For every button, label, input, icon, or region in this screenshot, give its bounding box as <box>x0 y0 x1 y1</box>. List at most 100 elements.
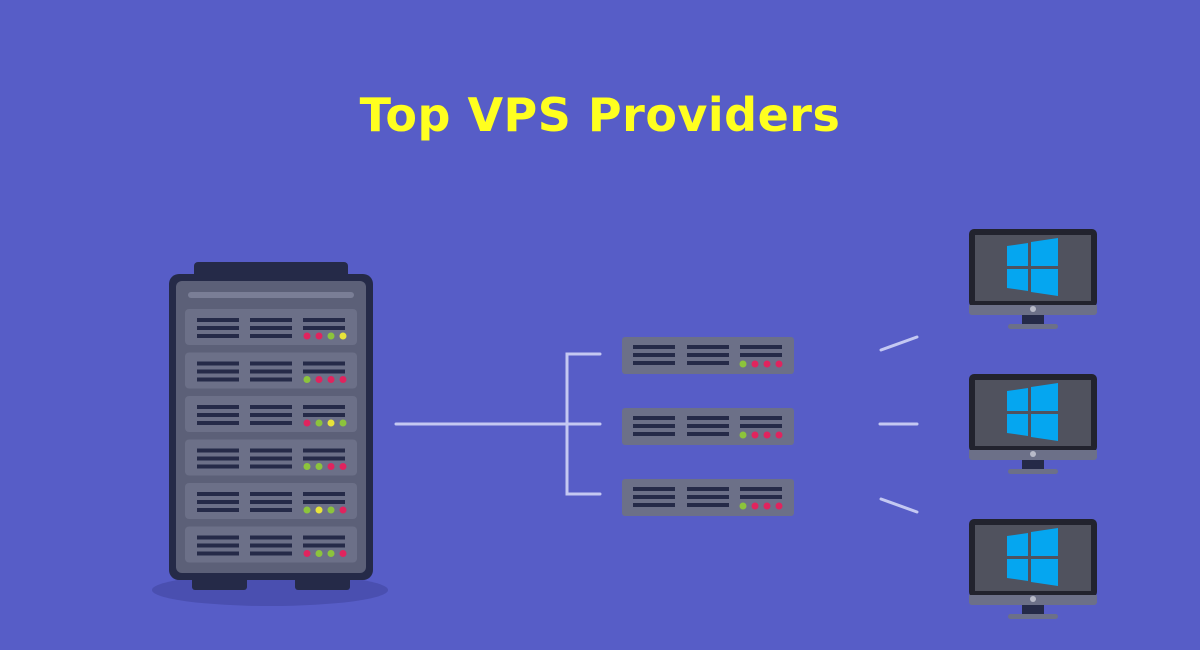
status-led <box>315 376 323 383</box>
vent-slot <box>250 318 292 322</box>
power-button-icon <box>1030 451 1036 457</box>
windows-pane <box>1031 559 1058 586</box>
vent-slot <box>197 543 239 548</box>
link-line-top <box>879 335 919 352</box>
vent-slot <box>303 456 345 461</box>
vent-slot <box>303 492 345 496</box>
vent-slot <box>740 353 782 357</box>
virtual-server <box>622 408 794 445</box>
windows-logo-icon <box>1007 383 1058 441</box>
virtual-server <box>622 479 794 516</box>
windows-pane <box>1007 269 1028 291</box>
power-button-icon <box>1030 596 1036 602</box>
virtual-server <box>622 337 794 374</box>
vent-slot <box>303 413 345 417</box>
vent-slot <box>633 503 675 507</box>
status-led <box>739 502 747 510</box>
status-led <box>775 431 783 439</box>
status-led <box>327 463 335 470</box>
vent-slot <box>250 369 292 374</box>
vent-slot <box>197 551 239 556</box>
vent-slot <box>633 353 675 357</box>
status-led <box>303 332 311 340</box>
vent-slot <box>197 334 239 338</box>
vent-slot <box>303 369 345 374</box>
vent-slot <box>250 508 292 512</box>
vent-slot <box>303 543 345 548</box>
status-led <box>327 419 335 427</box>
status-led <box>303 506 311 514</box>
status-led <box>315 506 323 514</box>
client-monitor <box>969 229 1097 329</box>
page-title: Top VPS Providers <box>359 88 841 142</box>
windows-pane <box>1007 388 1028 411</box>
vent-slot <box>687 495 729 499</box>
status-led <box>339 463 347 470</box>
vent-slot <box>250 334 292 338</box>
vent-slot <box>197 361 239 366</box>
monitor-neck <box>1022 315 1044 324</box>
vent-slot <box>633 432 675 436</box>
vent-slot <box>687 416 729 420</box>
vent-slot <box>633 487 675 491</box>
status-led <box>763 360 771 368</box>
status-led <box>327 506 335 514</box>
vent-slot <box>250 448 292 453</box>
client-monitor <box>969 519 1097 619</box>
vent-slot <box>303 535 345 540</box>
status-led <box>339 376 347 383</box>
vent-slot <box>687 432 729 436</box>
status-led <box>315 332 323 340</box>
rack-unit <box>185 483 357 519</box>
status-led <box>775 502 783 510</box>
branch-bracket <box>565 352 602 496</box>
windows-logo-icon <box>1007 528 1058 586</box>
vent-slot <box>740 487 782 491</box>
windows-pane <box>1007 243 1028 266</box>
status-led <box>303 419 311 427</box>
status-led <box>751 360 759 368</box>
monitor-base <box>1008 614 1058 619</box>
vent-slot <box>633 424 675 428</box>
vent-slot <box>303 448 345 453</box>
vent-slot <box>250 377 292 382</box>
windows-pane <box>1007 533 1028 556</box>
monitor-neck <box>1022 605 1044 614</box>
vent-slot <box>633 416 675 420</box>
status-led <box>315 419 323 427</box>
vent-slot <box>633 361 675 365</box>
vent-slot <box>740 345 782 349</box>
windows-pane <box>1031 269 1058 296</box>
vent-slot <box>303 361 345 366</box>
vent-slot <box>687 487 729 491</box>
vent-slot <box>687 345 729 349</box>
vent-slot <box>250 326 292 330</box>
status-led <box>327 550 335 557</box>
status-led <box>751 431 759 439</box>
vent-slot <box>687 503 729 507</box>
client-monitor <box>969 374 1097 474</box>
status-led <box>315 550 323 557</box>
vent-slot <box>197 535 239 540</box>
vent-slot <box>197 508 239 512</box>
windows-pane <box>1007 414 1028 436</box>
vent-slot <box>250 551 292 556</box>
vent-slot <box>197 464 239 469</box>
monitor-base <box>1008 469 1058 474</box>
link-line-bottom <box>879 497 919 514</box>
vent-slot <box>250 464 292 469</box>
vent-slot <box>250 413 292 417</box>
vent-slot <box>250 492 292 496</box>
vent-slot <box>197 318 239 322</box>
rack-top-vent <box>188 292 354 298</box>
vent-slot <box>197 456 239 461</box>
windows-pane <box>1031 528 1058 556</box>
vent-slot <box>197 405 239 409</box>
rack-unit <box>185 309 357 345</box>
vent-slot <box>250 361 292 366</box>
status-led <box>303 550 311 557</box>
rack-unit <box>185 396 357 432</box>
windows-pane <box>1031 383 1058 411</box>
rack-unit <box>185 526 357 563</box>
